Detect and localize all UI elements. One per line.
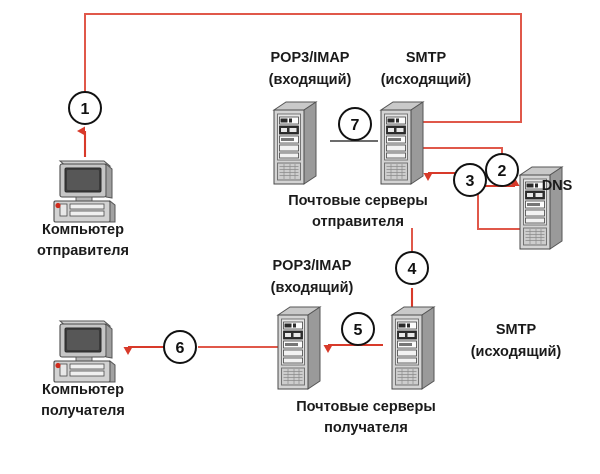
- dns-label: DNS: [542, 178, 573, 194]
- sender-computer-icon: [53, 160, 116, 223]
- sender-computer-caption-line1: Компьютер: [42, 222, 124, 238]
- step-badge-5-number: 5: [354, 322, 363, 339]
- receiver-pop3-label-line1: POP3/IMAP: [273, 258, 352, 274]
- step-badge-6[interactable]: 6: [163, 330, 197, 364]
- step-badge-1-number: 1: [81, 101, 90, 118]
- step-badge-2-number: 2: [498, 163, 507, 180]
- receiver-computer-caption-line2: получателя: [41, 403, 125, 419]
- sender-servers-caption-line1: Почтовые серверы: [288, 193, 428, 209]
- receiver-computer-icon: [53, 320, 116, 383]
- step-badge-7[interactable]: 7: [338, 107, 372, 141]
- step-badge-3[interactable]: 3: [453, 163, 487, 197]
- sender-servers-caption-line2: отправителя: [312, 214, 404, 230]
- sender-pop3-server-icon: [273, 101, 317, 185]
- sender-smtp-label-line1: SMTP: [406, 50, 447, 66]
- step-badge-5[interactable]: 5: [341, 312, 375, 346]
- receiver-servers-caption-line2: получателя: [324, 420, 408, 436]
- sender-smtp-server-icon: [380, 101, 424, 185]
- step-badge-6-number: 6: [176, 340, 185, 357]
- sender-pop3-label-line1: POP3/IMAP: [271, 50, 350, 66]
- sender-computer-caption-line2: отправителя: [37, 243, 129, 259]
- flow-path-step-1: [84, 13, 522, 123]
- receiver-computer-caption-line1: Компьютер: [42, 382, 124, 398]
- step-badge-4[interactable]: 4: [395, 251, 429, 285]
- step-badge-3-number: 3: [466, 173, 475, 190]
- step-badge-1[interactable]: 1: [68, 91, 102, 125]
- step-badge-2[interactable]: 2: [485, 153, 519, 187]
- step-badge-7-number: 7: [351, 117, 360, 134]
- receiver-servers-caption-line1: Почтовые серверы: [296, 399, 436, 415]
- receiver-smtp-label-line1: SMTP: [496, 322, 537, 338]
- receiver-smtp-label-line2: (исходящий): [471, 344, 562, 360]
- receiver-pop3-label-line2: (входящий): [271, 280, 354, 296]
- step-badge-4-number: 4: [408, 261, 417, 278]
- receiver-pop3-server-icon: [277, 306, 321, 390]
- sender-pop3-label-line2: (входящий): [269, 72, 352, 88]
- receiver-smtp-server-icon: [391, 306, 435, 390]
- sender-smtp-label-line2: (исходящий): [381, 72, 472, 88]
